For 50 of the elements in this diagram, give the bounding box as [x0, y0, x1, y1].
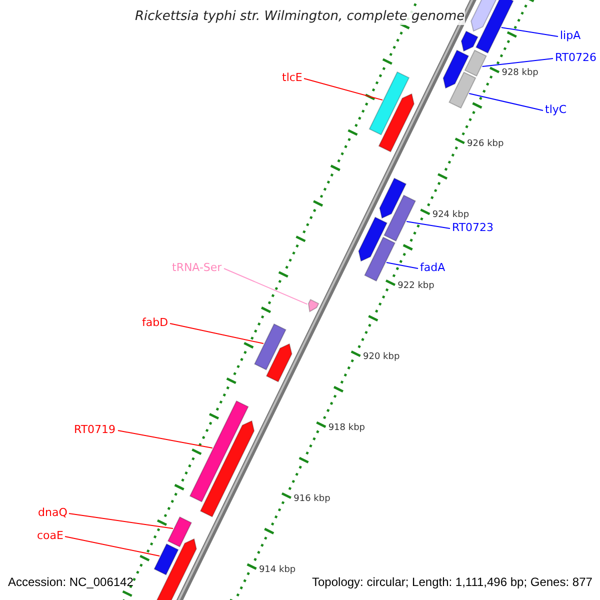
scale-label: 918 kbp: [328, 423, 365, 434]
gene-bar: [254, 323, 286, 370]
gene-bar: [464, 50, 487, 77]
gene-feature: [266, 343, 292, 382]
scale-label: 922 kbp: [398, 281, 434, 292]
gene-bar: [189, 400, 249, 502]
leader-line: [482, 58, 554, 67]
leader-line: [64, 536, 160, 556]
gene-label: tRNA-Ser: [172, 262, 222, 275]
gene-feature: [378, 93, 415, 152]
gene-label: fadA: [420, 262, 446, 275]
gene-label: fabD: [142, 317, 168, 330]
leader-line: [170, 323, 264, 344]
gene-label: dnaQ: [38, 507, 68, 520]
gene-label: RT0719: [74, 424, 116, 437]
gene-label: tlcE: [282, 72, 302, 85]
gene-bar: [154, 543, 179, 576]
leader-line: [468, 93, 544, 111]
gene-bar: [368, 71, 410, 136]
gene-bar: [167, 516, 192, 548]
gene-feature: [442, 50, 470, 89]
scale-label: 914 kbp: [258, 565, 296, 576]
gene-label: lipA: [560, 30, 581, 43]
gene-feature: [358, 216, 388, 262]
leader-line: [500, 27, 558, 37]
scale-label: 916 kbp: [294, 494, 330, 504]
scale-label: 924 kbp: [432, 210, 470, 221]
gene-feature: [200, 420, 255, 518]
gene-label: RT0723: [452, 222, 494, 235]
gene-label: tlyC: [545, 104, 567, 117]
gene-label: RT0726: [555, 52, 597, 65]
gene-bar: [448, 72, 476, 109]
scale-label: 926 kbp: [467, 139, 504, 150]
gene-label: coaE: [37, 530, 64, 543]
accession-text: Accession: NC_006142: [8, 576, 134, 590]
gene-feature: [379, 178, 407, 219]
leader-line: [224, 268, 308, 305]
leader-line: [304, 78, 383, 100]
leader-line: [386, 262, 418, 269]
title: Rickettsia typhi str. Wilmington, complete genome: [135, 10, 465, 25]
gene-bar: [384, 194, 416, 242]
scale-label: 928 kbp: [502, 68, 538, 79]
leader-line: [68, 513, 174, 529]
gene-bar: [364, 236, 396, 282]
gene-feature: [460, 30, 478, 52]
gene-feature: [308, 298, 320, 312]
scale-label: 920 kbp: [363, 352, 400, 363]
leader-line: [118, 430, 213, 448]
leader-line: [406, 221, 450, 229]
genome-info-text: Topology: circular; Length: 1,111,496 bp; Genes: 877: [312, 576, 592, 590]
